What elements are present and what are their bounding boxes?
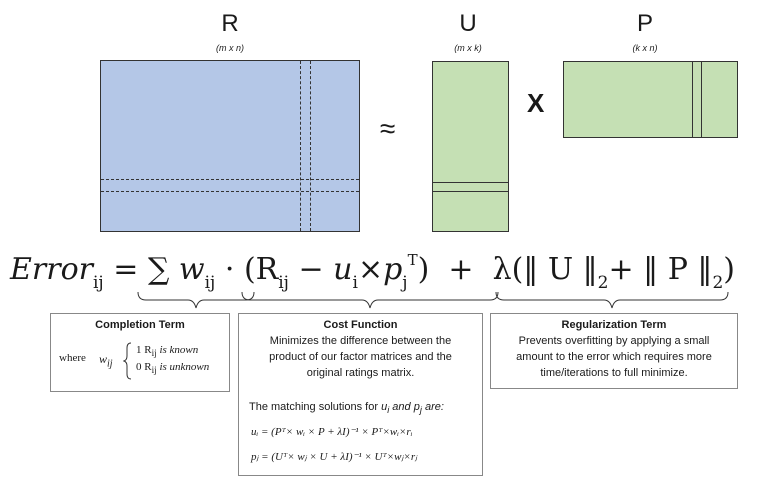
completion-weight-symbol: w xyxy=(99,352,108,366)
matrix-u xyxy=(432,61,509,232)
matrix-u-dimensions: (m x k) xyxy=(454,43,482,53)
weight-symbol: w xyxy=(178,252,205,287)
cost-formula-p: pⱼ = (Uᵀ× wⱼ × U + λI)⁻¹ × Uᵀ×wⱼ×rⱼ xyxy=(251,451,418,463)
matrix-p-label: P xyxy=(636,10,653,37)
lambda-norm-u: λ(‖ U ‖ xyxy=(492,252,598,287)
matrix-p-dimensions: (k x n) xyxy=(632,43,658,53)
cost-line-1: Minimizes the difference between the xyxy=(269,335,452,347)
error-equation: Errorij = ∑ wij · (Rij − ui×pjT) + λ(‖ U… xyxy=(10,251,735,302)
norm-subscript-u: 2 xyxy=(597,273,609,293)
completion-term-box: Completion Term where wij 1 Rij is known… xyxy=(50,313,230,392)
completion-known-text: is known xyxy=(156,344,199,356)
matrix-r-column-line-2 xyxy=(310,61,311,231)
braces xyxy=(137,291,729,309)
cost-solutions-label: The matching solutions for ui and pj are… xyxy=(249,401,444,415)
user-subscript: i xyxy=(352,273,358,293)
cost-function-title: Cost Function xyxy=(323,319,398,331)
regularization-line-3: time/iterations to full minimize. xyxy=(540,367,688,379)
regularization-brace xyxy=(495,291,729,309)
sum-symbol: ∑ xyxy=(147,252,170,287)
completion-unknown-subscript: ij xyxy=(151,365,157,376)
error-subscript: ij xyxy=(92,273,104,293)
matrix-p xyxy=(563,61,738,138)
regularization-term-box: Regularization Term Prevents overfitting… xyxy=(490,313,738,389)
weight-subscript: ij xyxy=(204,273,216,293)
cost-solutions-suffix: are: xyxy=(421,401,444,413)
cost-formula-u: uᵢ = (Pᵀ× wᵢ × P + λI)⁻¹ × Pᵀ×wᵢ×rᵢ xyxy=(251,426,413,438)
completion-unknown-value: 0 R xyxy=(136,361,152,373)
completion-where: where xyxy=(59,352,86,364)
matrix-u-label: U xyxy=(459,10,477,37)
user-vector: − u xyxy=(288,252,353,287)
regularization-line-1: Prevents overfitting by applying a small xyxy=(518,335,710,347)
matrix-r xyxy=(100,60,360,232)
cost-line-3: original ratings matrix. xyxy=(306,367,415,379)
cost-solutions-u-subscript: i xyxy=(387,405,390,416)
rating-subscript: ij xyxy=(278,273,289,293)
matrix-r-row-line-1 xyxy=(101,179,359,180)
completion-brace xyxy=(137,291,255,309)
times-symbol: X xyxy=(527,88,545,118)
cost-function-box: Cost Function Minimizes the difference b… xyxy=(238,313,483,476)
item-subscript: j xyxy=(402,273,408,293)
completion-unknown-row: 0 Rij is unknown xyxy=(136,361,209,375)
dot-operator: · xyxy=(224,252,235,287)
cost-solutions-prefix: The matching solutions for xyxy=(249,401,382,413)
matrix-u-row-highlight xyxy=(432,182,509,192)
regularization-term-title: Regularization Term xyxy=(561,319,667,331)
completion-weight: wij xyxy=(99,352,113,369)
matrix-r-row-line-2 xyxy=(101,191,359,192)
completion-weight-subscript: ij xyxy=(107,358,113,370)
matrix-r-column-line-1 xyxy=(300,61,301,231)
approx-symbol: ≈ xyxy=(380,113,396,144)
matrix-r-dimensions: (m x n) xyxy=(216,43,244,53)
cost-brace xyxy=(241,291,499,309)
norm-subscript-p: 2 xyxy=(712,273,724,293)
cost-solutions-u: u xyxy=(381,401,388,413)
regularization-description: Prevents overfitting by applying a small… xyxy=(491,333,737,381)
cost-close: ) xyxy=(417,252,430,287)
cost-function-description: Minimizes the difference between the pro… xyxy=(239,333,482,381)
completion-left-brace xyxy=(123,342,132,380)
completion-known-value: 1 R xyxy=(136,344,152,356)
completion-known-row: 1 Rij is known xyxy=(136,344,198,358)
rating-open: (R xyxy=(243,252,279,287)
cost-solutions-p-subscript: j xyxy=(419,405,422,416)
item-vector: ×p xyxy=(357,252,403,287)
equals-sign: = xyxy=(113,252,139,287)
matrix-r-label: R xyxy=(221,10,239,37)
matrix-p-column-highlight xyxy=(692,61,702,138)
cost-line-2: product of our factor matrices and the xyxy=(269,351,452,363)
regularization-close: ) xyxy=(723,252,735,287)
completion-unknown-text: is unknown xyxy=(156,361,210,373)
error-symbol: Error xyxy=(10,252,93,287)
plus-sign: + xyxy=(448,252,474,287)
transpose-superscript: T xyxy=(407,251,418,269)
completion-term-title: Completion Term xyxy=(95,319,185,331)
cost-solutions-and: and p xyxy=(389,401,420,413)
completion-known-subscript: ij xyxy=(151,348,157,359)
regularization-line-2: amount to the error which requires more xyxy=(516,351,712,363)
norm-p: + ‖ P ‖ xyxy=(608,252,713,287)
